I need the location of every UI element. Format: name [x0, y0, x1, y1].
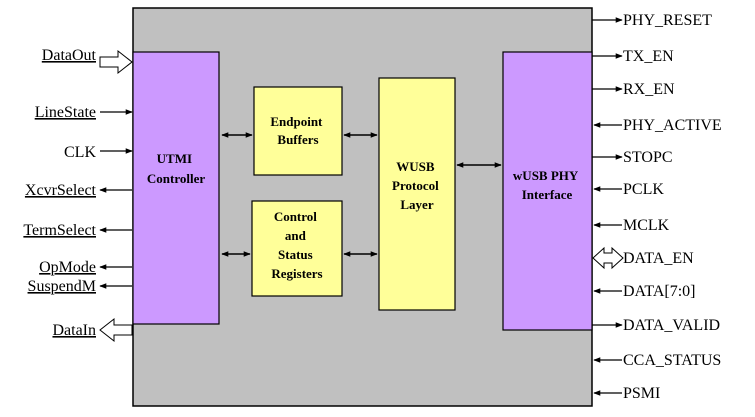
signal-label-data-bus: DATA[7:0]: [623, 283, 695, 300]
endpoint-buffers-block: [253, 86, 343, 176]
control-status-registers-block: [251, 200, 343, 297]
signal-label-data-en: DATA_EN: [623, 250, 694, 267]
signal-label-suspendm: SuspendM: [28, 278, 96, 295]
endpoint-buffers-label: Endpoint Buffers: [270, 114, 325, 147]
signal-label-xcvrselect: XcvrSelect: [25, 182, 97, 199]
utmi-controller-label: UTMI Controller: [147, 151, 205, 186]
signal-label-tx-en: TX_EN: [623, 48, 674, 65]
wusb-protocol-layer-label: WUSB Protocol Layer: [392, 159, 442, 212]
hollow-arrow-out-icon: [99, 317, 133, 343]
signal-label-phy-active: PHY_ACTIVE: [623, 117, 722, 134]
signal-label-psmi: PSMI: [623, 385, 660, 402]
hollow-arrow-in-icon: [99, 49, 133, 75]
signal-label-rx-en: RX_EN: [623, 81, 675, 98]
signal-label-opmode: OpMode: [39, 259, 96, 276]
control-status-registers-label: Control and Status Registers: [271, 209, 322, 281]
signal-label-dataout: DataOut: [42, 47, 97, 64]
signal-label-termselect: TermSelect: [23, 222, 96, 239]
signal-label-linestate: LineState: [35, 104, 96, 121]
wusb-phy-interface-label: wUSB PHY Interface: [513, 168, 581, 202]
signal-label-mclk: MCLK: [623, 217, 670, 234]
hollow-double-arrow-icon: [592, 246, 624, 270]
wusb-phy-interface-block: [502, 51, 593, 331]
signal-label-cca-status: CCA_STATUS: [623, 352, 721, 369]
signal-label-stopc: STOPC: [623, 149, 673, 166]
signal-label-pclk: PCLK: [623, 181, 664, 198]
wusb-protocol-layer-block: [378, 77, 456, 311]
utmi-controller-block: [132, 51, 220, 325]
signal-label-clk: CLK: [64, 144, 96, 161]
signal-label-phy-reset: PHY_RESET: [623, 12, 712, 29]
signal-label-datain: DataIn: [52, 322, 96, 339]
signal-label-data-valid: DATA_VALID: [623, 317, 720, 334]
